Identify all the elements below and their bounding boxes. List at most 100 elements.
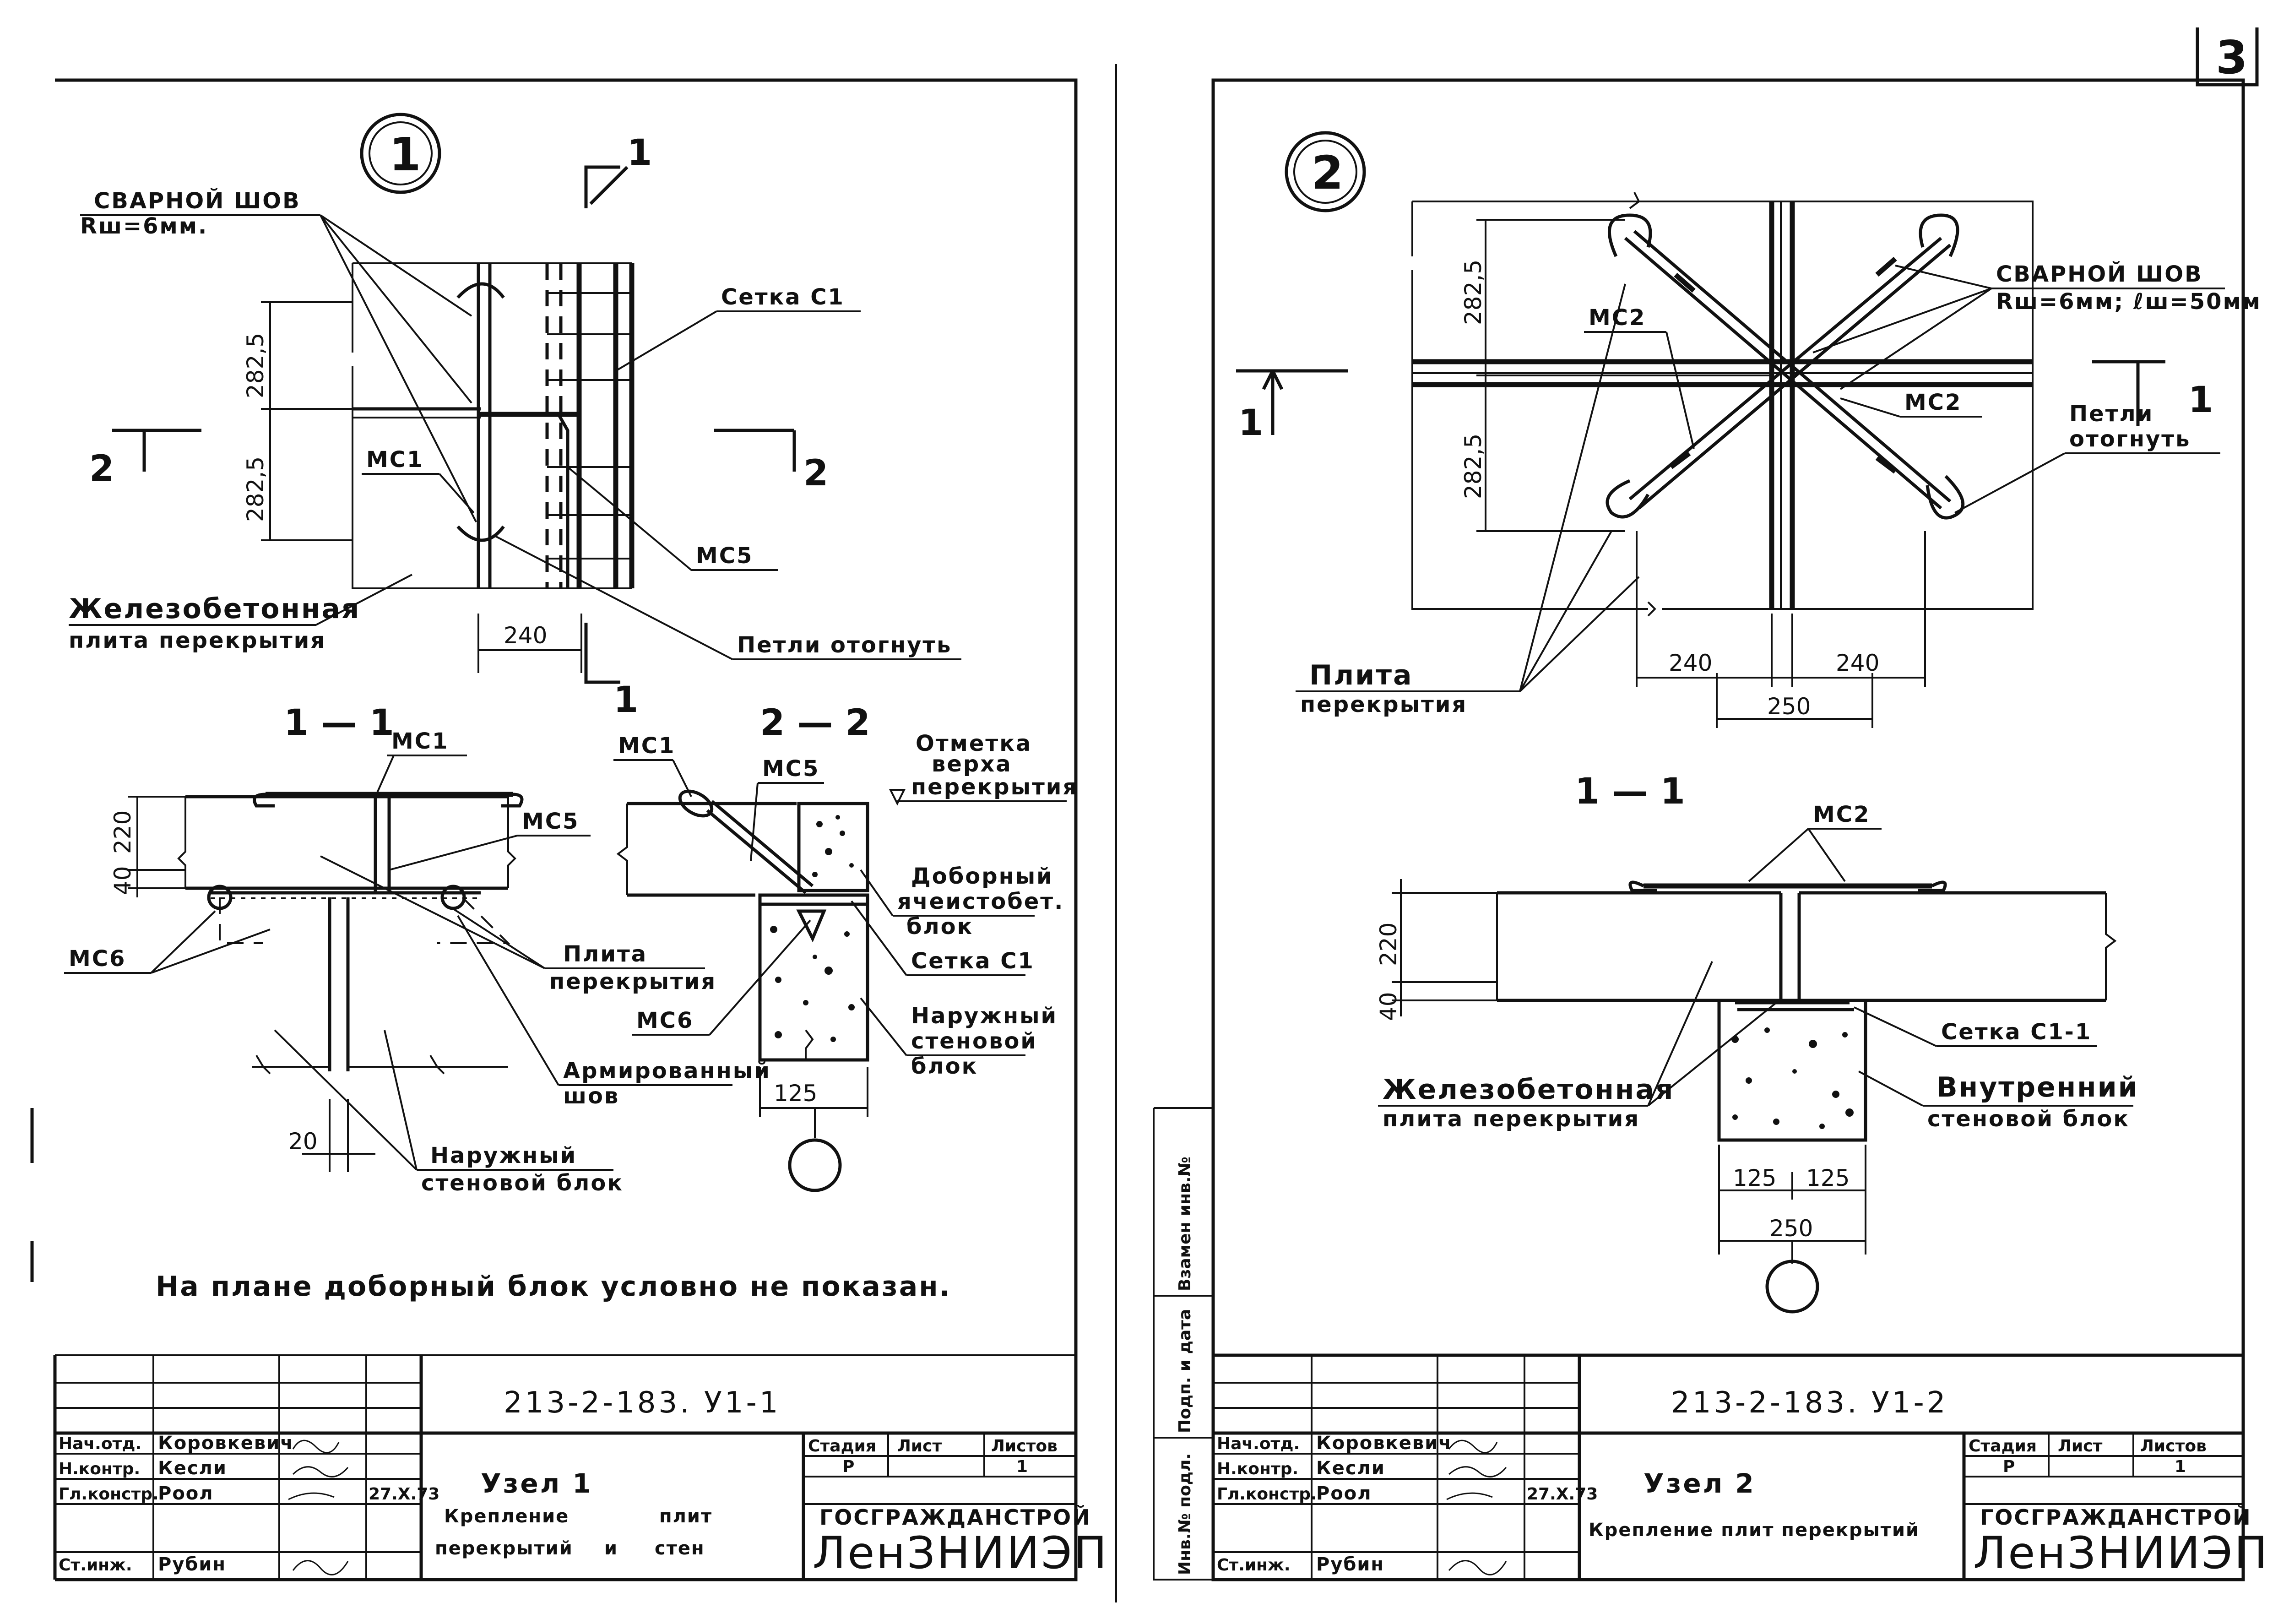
right-title-block-stage: Р — [2003, 1457, 2015, 1476]
right-side-stamp-c1: Инв.№ подл. — [1176, 1453, 1194, 1575]
plan-1-dim-bottom: 282,5 — [242, 456, 269, 522]
seam-label-a: Армированный — [563, 1058, 771, 1084]
node-1-plan: 1 1 2 2 282,5 282,5 240 СВАРНОЙ ШОВ Rш=6… — [69, 132, 961, 721]
sheet-number-box: 3 — [2196, 27, 2259, 87]
left-title-block-title-5: и — [604, 1538, 618, 1559]
weld-label-1: СВАРНОЙ ШОВ — [94, 188, 301, 214]
right-section-1-1-title: 1 — 1 — [1575, 771, 1685, 812]
mesh-label-c1: Сетка С1 — [721, 284, 845, 310]
right-plan-loops-2: отогнуть — [2069, 426, 2191, 452]
left-plan-cut1: 1 — [613, 679, 638, 721]
right-side-stamp-c3: Взамен инв.№ — [1176, 1157, 1194, 1291]
right-section-1-1-wall-2: стеновой блок — [1927, 1106, 2130, 1132]
right-plan-weld-size: Rш=6мм; ℓш=50мм — [1996, 289, 2262, 315]
left-section-2-2-mark-3: перекрытия — [911, 774, 1078, 800]
loops-label-1: Петли отогнуть — [737, 632, 952, 658]
left-section-2-2-ext-3: блок — [911, 1054, 978, 1079]
seam-label-b: шов — [563, 1083, 619, 1109]
sheet-number: 3 — [2216, 31, 2248, 84]
left-title-block-roles-1: Н.контр. — [59, 1460, 140, 1478]
left-title-block-stage: Р — [842, 1457, 854, 1476]
title-block-2: 213-2-183. У1-2 Нач.отд. Н.контр. Гл.кон… — [1213, 1353, 2269, 1580]
left-title-block-title-2: Крепление — [444, 1506, 569, 1527]
mc6-section-label: МС6 — [69, 946, 126, 972]
right-title-block-title-1: Узел 2 — [1644, 1468, 1756, 1499]
right-plan-slab-2: перекрытия — [1300, 692, 1467, 717]
left-section-2-2-mark-2: верха — [932, 751, 1012, 777]
left-title-block-stage-h: Стадия — [808, 1437, 876, 1456]
left-section-2-2-dob-1: Доборный — [911, 864, 1053, 889]
left-section-2-2-ext-2: стеновой — [911, 1028, 1037, 1054]
section-1-1-title: 1 — 1 — [284, 702, 394, 744]
right-title-block-stage-h: Стадия — [1969, 1437, 2037, 1456]
right-title-block-names-1: Кесли — [1316, 1458, 1385, 1479]
right-plan-mc2-b: МС2 — [1904, 390, 1962, 415]
right-section-1-1-mc2: МС2 — [1813, 802, 1870, 827]
right-side-stamp-c2: Подп. и дата — [1176, 1309, 1194, 1433]
right-title-block-names-0: Коровкевич — [1316, 1433, 1452, 1454]
left-title-block-title-3: плит — [659, 1506, 712, 1527]
node-2-section-1-1: 1 — 1 220 40 125 125 — [1375, 771, 2137, 1314]
left-section-1-1-dim-20: 20 — [288, 1128, 318, 1155]
right-section-1-1-slab-2: плита перекрытия — [1383, 1106, 1640, 1132]
right-section-1-1-mesh: Сетка С1-1 — [1941, 1019, 2092, 1045]
left-section-2-2-dob-2: ячеистобет. — [897, 889, 1064, 914]
right-plan-dim-240a: 240 — [1669, 650, 1712, 676]
right-section-1-1-dim-250: 250 — [1769, 1215, 1813, 1242]
left-section-2-2-mc1: МС1 — [618, 733, 675, 759]
node-2-plan: 1 1 282,5 282,5 240 240 250 МС2 МС2 СВАР… — [1236, 192, 2262, 728]
left-title-block-title-1: Узел 1 — [481, 1468, 593, 1499]
mc1-section-label: МС1 — [391, 728, 449, 754]
left-title-block-sheet-h: Лист — [897, 1437, 942, 1456]
right-title-block-sheet-h: Лист — [2058, 1437, 2102, 1456]
left-title-block-code: 213-2-183. У1-1 — [504, 1386, 781, 1420]
right-plan-dim-250: 250 — [1767, 693, 1811, 720]
left-section-2-2-dim-125: 125 — [774, 1080, 817, 1107]
right-title-block-names-2: Роол — [1316, 1483, 1372, 1504]
right-title-block-roles-0: Нач.отд. — [1217, 1434, 1300, 1453]
right-title-block-code: 213-2-183. У1-2 — [1671, 1386, 1948, 1420]
plan-1-dim-240: 240 — [504, 622, 547, 649]
slab-label-1b: плита перекрытия — [69, 628, 326, 653]
left-section-2-2-mc6: МС6 — [636, 1008, 694, 1033]
section-2-2-title: 2 — 2 — [760, 702, 870, 744]
left-title-block-date: 27.X.73 — [369, 1485, 439, 1504]
slab-section-label-a: Плита — [563, 941, 647, 967]
right-section-1-1-dim-220: 220 — [1375, 923, 1402, 966]
slab-section-label-b: перекрытия — [549, 969, 716, 994]
left-section-1-1-dim-40: 40 — [109, 866, 136, 895]
right-title-block-org-2: ЛенЗНИИЭП — [1973, 1527, 2269, 1579]
left-section-2-2-mc5: МС5 — [762, 756, 819, 782]
left-title-block-title-4: перекрытий — [435, 1538, 573, 1559]
mc5-plan-label: МС5 — [696, 543, 753, 569]
left-title-block-roles-3: Ст.инж. — [59, 1556, 132, 1575]
weld-size-1: Rш=6мм. — [80, 213, 208, 239]
right-section-1-1-dim-125b: 125 — [1806, 1165, 1850, 1191]
left-title-block-org-1: ГОСГРАЖДАНСТРОЙ — [819, 1505, 1091, 1530]
right-plan-dim-bottom: 282,5 — [1460, 434, 1486, 499]
right-section-1-1-slab-1: Железобетонная — [1383, 1074, 1674, 1106]
left-sheet: 1 1 — [30, 64, 1117, 1602]
left-title-block-roles-2: Гл.констр. — [59, 1485, 159, 1504]
right-title-block-sheets-h: Листов — [2140, 1437, 2207, 1456]
left-title-block-title-6: стен — [655, 1538, 705, 1559]
signatures-1 — [288, 1439, 349, 1575]
mc1-plan-label: МС1 — [366, 447, 423, 473]
left-title-block-names-1: Кесли — [158, 1458, 227, 1479]
right-title-block-sheet: 1 — [2175, 1457, 2186, 1476]
right-title-block-roles-1: Н.контр. — [1217, 1460, 1298, 1478]
title-block-1: 213-2-183. У1-1 Нач.отд. Н.контр. Гл.кон… — [53, 1355, 1107, 1580]
right-sheet: Инв.№ подл. Подп. и дата Взамен инв.№ 2 — [1153, 78, 2269, 1581]
node-1-number: 1 — [389, 128, 421, 181]
left-section-2-2-ext-1: Наружный — [911, 1003, 1058, 1029]
right-plan-dim-240b: 240 — [1836, 650, 1879, 676]
right-plan-cut1: 1 — [1238, 402, 1263, 444]
right-plan-dim-top: 282,5 — [1460, 260, 1486, 325]
mc5-section-label: МС5 — [522, 809, 579, 834]
node-1-section-2-2: 2 — 2 125 — [613, 702, 1078, 1192]
left-section-2-2-mark-1: Отметка — [916, 731, 1032, 756]
left-title-block-sheet: 1 — [1016, 1457, 1028, 1476]
right-plan-loops-1: Петли — [2069, 401, 2153, 427]
left-title-block-names-2: Роол — [158, 1483, 214, 1504]
left-title-block-sheets-h: Листов — [991, 1437, 1058, 1456]
